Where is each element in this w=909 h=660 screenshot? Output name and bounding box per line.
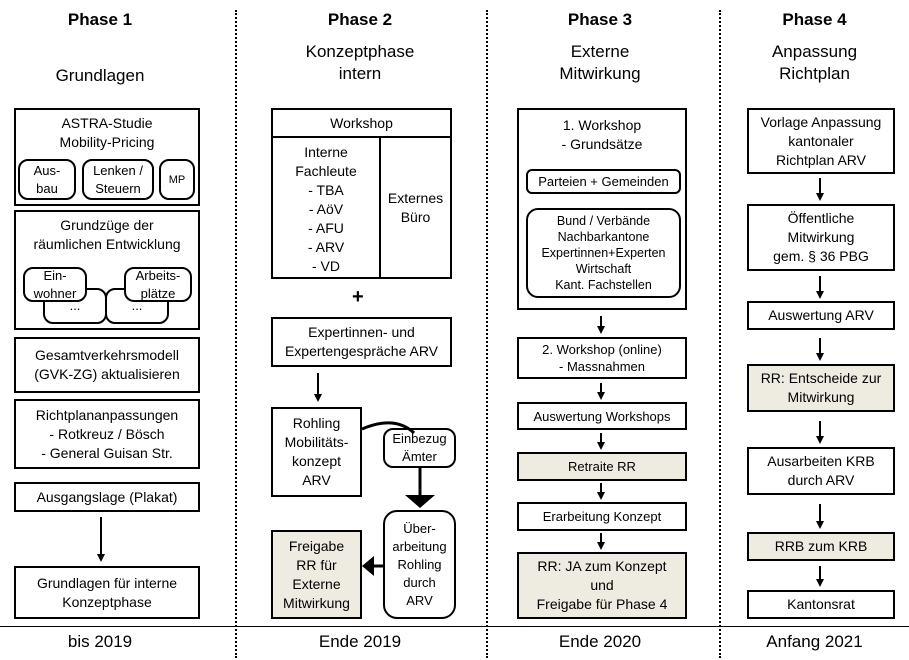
lenken-steuern-box: Lenken / Steuern [82, 159, 154, 200]
einwohner-box: Ein- wohner [23, 267, 87, 302]
auswertung-arv-box: Auswertung ARV [747, 301, 895, 330]
phase-4-title: Phase 4 [782, 10, 847, 29]
einbezug-aemter-box: Einbezug Ämter [383, 428, 456, 468]
phase-2-subtitle: Konzeptphase intern [305, 42, 415, 83]
phase-3-subtitle: Externe Mitwirkung [559, 42, 641, 83]
ueberarbeitung-box: Über- arbeitung Rohling durch ARV [383, 510, 456, 619]
arbeitsplaetze-box: Arbeits- plätze [124, 267, 192, 302]
gesamtverkehrsmodell-box: Gesamtverkehrsmodell (GVK-ZG) aktualisie… [14, 337, 200, 393]
phase-1-title: Phase 1 [67, 10, 133, 29]
phase-2-title: Phase 2 [327, 10, 393, 29]
freigabe-rr-box: Freigabe RR für Externe Mitwirkung [271, 530, 362, 619]
parteien-gemeinden-box: Parteien + Gemeinden [526, 169, 681, 194]
phase-4-subtitle: Anpassung Richtplan [771, 42, 858, 83]
auswertung-workshops-box: Auswertung Workshops [517, 402, 687, 430]
retraite-rr-box: Retraite RR [517, 452, 687, 481]
workshop2-box: 2. Workshop (online) - Massnahmen [517, 337, 687, 379]
externes-buero-box: Externes Büro [379, 136, 452, 279]
footer-divider [0, 626, 909, 627]
phase-separator-2 [486, 10, 488, 658]
arrowhead-ueberarbeitung [405, 495, 435, 508]
ausbau-box: Aus- bau [18, 159, 76, 200]
arrowhead-freigabe [362, 556, 374, 576]
expertengespraeche-box: Expertinnen- und Expertengespräche ARV [271, 317, 452, 367]
interne-fachleute-box: Interne Fachleute - TBA - AöV - AFU - AR… [271, 136, 381, 279]
phase-separator-3 [719, 10, 721, 658]
phase-4-timeline: Anfang 2021 [766, 632, 863, 651]
grundlagen-box: Grundlagen für interne Konzeptphase [14, 566, 200, 619]
phase-3-title: Phase 3 [567, 10, 633, 29]
richtplananpassungen-box: Richtplananpassungen - Rotkreuz / Bösch … [14, 399, 200, 469]
phase-2-timeline: Ende 2019 [318, 632, 402, 651]
plus-sign: + [352, 286, 364, 308]
workshop-header-box: Workshop [271, 108, 452, 138]
bund-verbaende-box: Bund / Verbände Nachbarkantone Expertinn… [526, 208, 681, 298]
mobility-pricing-box: MP [159, 159, 195, 200]
rr-ja-konzept-box: RR: JA zum Konzept und Freigabe für Phas… [517, 552, 687, 619]
phase-1-timeline: bis 2019 [67, 632, 133, 651]
rrb-krb-box: RRB zum KRB [747, 532, 895, 561]
rohling-box: Rohling Mobilitäts- konzept ARV [271, 407, 362, 497]
oeffentliche-mitwirkung-box: Öffentliche Mitwirkung gem. § 36 PBG [747, 204, 895, 271]
ausgangslage-box: Ausgangslage (Plakat) [14, 482, 200, 512]
phase-3-timeline: Ende 2020 [558, 632, 642, 651]
kantonsrat-box: Kantonsrat [747, 590, 895, 619]
vorlage-anpassung-box: Vorlage Anpassung kantonaler Richtplan A… [747, 108, 895, 174]
phase-1-subtitle: Grundlagen [55, 66, 145, 85]
phase-separator-1 [235, 10, 237, 658]
erarbeitung-konzept-box: Erarbeitung Konzept [517, 502, 687, 531]
rr-entscheide-box: RR: Entscheide zur Mitwirkung [747, 364, 895, 412]
ausarbeiten-krb-box: Ausarbeiten KRB durch ARV [747, 447, 895, 495]
